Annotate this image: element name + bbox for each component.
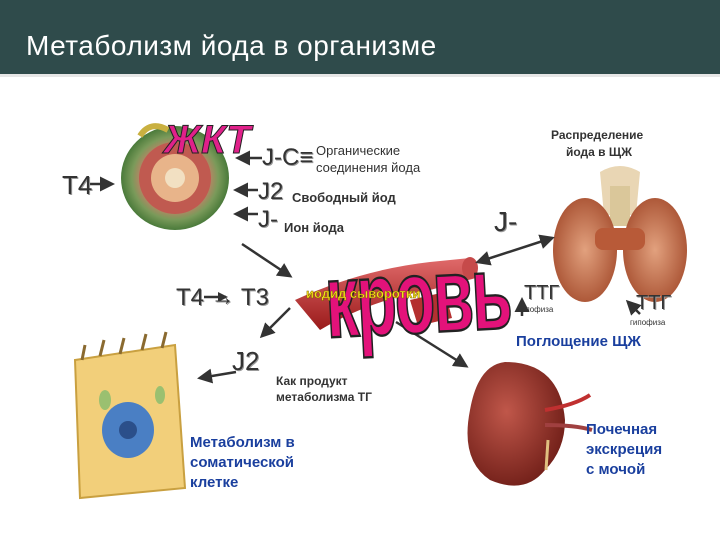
- renal-excretion-line3: с мочой: [586, 461, 646, 478]
- slide-title: Метаболизм йода в организме: [26, 30, 437, 61]
- j-minus-thyroid-label: J-: [494, 206, 518, 237]
- blood-vessel-image: [295, 257, 478, 330]
- ttg2-label: ТТГ: [636, 292, 672, 314]
- j-ion-label: J-: [258, 206, 278, 233]
- tg-product-label-line1: Как продукт: [276, 374, 348, 388]
- j2-free-label: J2: [258, 178, 284, 205]
- pituitary2-label: гипофиза: [630, 318, 666, 327]
- kidney-image: [467, 362, 593, 486]
- jc-label: J-C≡: [262, 144, 314, 171]
- pathway-arrows: [88, 150, 642, 384]
- j2-product-label: J2: [232, 346, 260, 376]
- gut-label: ЖКТ: [164, 118, 252, 163]
- renal-excretion-line2: экскреция: [586, 441, 663, 458]
- thyroid-uptake-label: Поглощение ЩЖ: [516, 333, 641, 350]
- somatic-metabolism-line3: клетке: [190, 474, 239, 491]
- t4-t3-label: T4 → T3: [176, 284, 269, 311]
- somatic-metabolism-line2: соматической: [190, 454, 295, 471]
- ion-iodine-label: Ион йода: [284, 220, 344, 235]
- organic-iodine-label-line2: соединения йода: [316, 160, 421, 175]
- thyroid-distribution-label-line1: Распределение: [551, 128, 644, 142]
- ttg1-label: ТТГ: [524, 282, 560, 304]
- thyroid-distribution-label-line2: йода в ЩЖ: [566, 145, 632, 159]
- tg-product-label-line2: метаболизма ТГ: [276, 390, 372, 404]
- organic-iodine-label-line1: Органические: [316, 143, 401, 158]
- somatic-metabolism-line1: Метаболизм в: [190, 434, 295, 451]
- somatic-cell-image: [73, 331, 187, 500]
- title-underline: [0, 74, 720, 77]
- pituitary1-label: гипофиза: [518, 305, 554, 314]
- gut-cross-section-image: [121, 123, 229, 230]
- thyroid-gland-image: [553, 166, 687, 302]
- title-bar: [0, 0, 720, 74]
- free-iodine-label: Свободный йод: [292, 190, 396, 205]
- t4-gut-label: T4: [62, 170, 93, 200]
- renal-excretion-line1: Почечная: [586, 421, 658, 438]
- serum-iodide-label: иодид сыворотки: [306, 286, 421, 301]
